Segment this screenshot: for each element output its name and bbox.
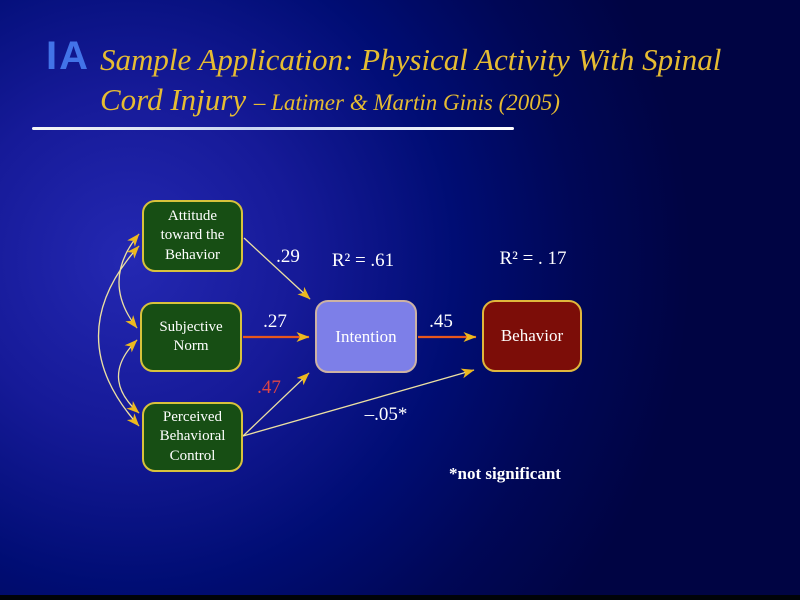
slide-title-line1: Sample Application: Physical Activity Wi… (100, 42, 722, 77)
significance-note: *not significant (449, 464, 561, 483)
box-subjective-norm-label: Subjective Norm (159, 318, 223, 354)
box-intention: Intention (315, 300, 417, 373)
arrow-pbc-to-behavior (242, 368, 475, 437)
arrow-attitude-to-intention (243, 237, 311, 300)
box-perceived-behavioral-control: Perceived Behavioral Control (142, 402, 243, 472)
r-squared-intention: R² = .61 (331, 250, 395, 271)
box-intention-label: Intention (335, 326, 397, 346)
slide-title-line2-main: Cord Injury (100, 82, 254, 117)
arrow-pbc-to-intention (242, 372, 310, 437)
title-underline (32, 127, 514, 130)
box-behavior: Behavior (482, 300, 582, 372)
covariance-arrow-subjnorm-pbc (117, 339, 140, 414)
box-subjective-norm: Subjective Norm (140, 302, 242, 372)
box-attitude-label: Attitude toward the Behavior (160, 208, 225, 263)
slide-title-line2: Cord Injury – Latimer & Martin Ginis (20… (100, 82, 760, 118)
ia-logo: IA (46, 34, 90, 78)
coefficient-pbc-behavior: –.05* (364, 404, 408, 425)
box-behavior-label: Behavior (500, 326, 564, 345)
bottom-black-bar (0, 595, 800, 600)
coefficient-attitude-intention: .29 (276, 246, 300, 267)
covariance-arrow-attitude-subjnorm (118, 233, 140, 329)
r-squared-behavior: R² = . 17 (499, 248, 567, 269)
coefficient-pbc-intention: .47 (257, 377, 281, 398)
coefficient-intention-behavior: .45 (429, 311, 453, 332)
covariance-arrow-attitude-pbc (98, 245, 140, 427)
box-pbc-label: Perceived Behavioral Control (159, 409, 226, 464)
coefficient-subjnorm-intention: .27 (263, 311, 287, 332)
slide-title-citation: – Latimer & Martin Ginis (2005) (253, 90, 560, 115)
box-attitude: Attitude toward the Behavior (142, 200, 243, 272)
